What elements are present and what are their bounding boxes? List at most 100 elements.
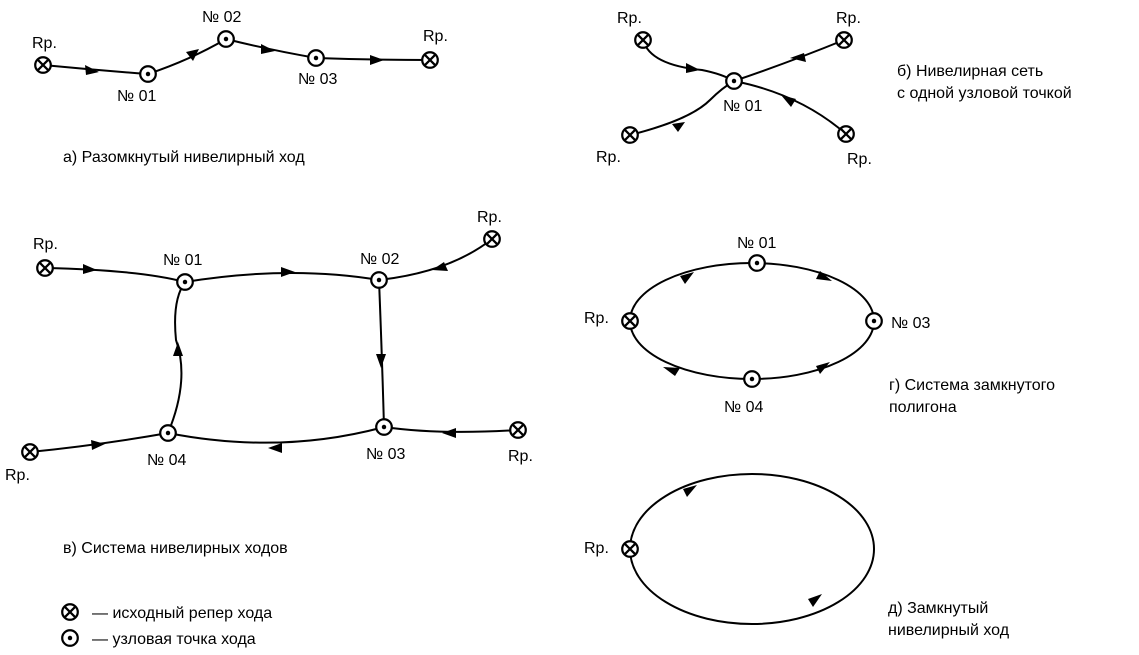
arrow-b-tr — [790, 53, 806, 62]
caption-d-line1: д) Замкнутый — [888, 600, 988, 617]
node-icon — [370, 271, 388, 289]
benchmark-icon — [621, 312, 639, 330]
node-icon — [865, 312, 883, 330]
node-icon — [725, 72, 743, 90]
label-a-rp-end: Rp. — [423, 28, 448, 45]
label-v-n04: № 04 — [147, 452, 187, 469]
benchmark-icon — [621, 126, 639, 144]
node-icon — [743, 370, 761, 388]
label-v-n03: № 03 — [366, 446, 406, 463]
benchmark-icon — [621, 540, 639, 558]
benchmark-icon — [21, 443, 39, 461]
edge-b-bl — [629, 80, 735, 136]
label-d-rp: Rp. — [584, 540, 609, 557]
label-a-n01: № 01 — [117, 88, 157, 105]
arrow-a-1 — [85, 65, 99, 75]
diagram-a-open-traverse: Rp. Rp. № 01 № 02 № 03 а) Разомкнутый ни… — [32, 9, 448, 166]
diagram-b-single-node-network: Rp. Rp. Rp. Rp. № 01 б) Нивелирная сеть … — [596, 10, 1072, 168]
arrow-d-2 — [808, 594, 822, 607]
benchmark-icon — [483, 230, 501, 248]
label-b-rp-bl: Rp. — [596, 149, 621, 166]
benchmark-icon — [36, 259, 54, 277]
label-b-rp-br: Rp. — [847, 151, 872, 168]
label-v-rp-bl: Rp. — [5, 467, 30, 484]
edge-b-tl — [642, 39, 735, 82]
benchmark-icon — [34, 56, 52, 74]
arrow-b-bl — [672, 122, 685, 132]
label-a-n02: № 02 — [202, 9, 242, 26]
node-legend-icon — [61, 629, 79, 647]
edge-a-n02-n03 — [225, 38, 317, 59]
arrow-g-2 — [816, 271, 832, 281]
edge-v-n02-n03 — [378, 279, 385, 428]
label-v-rp-br: Rp. — [508, 448, 533, 465]
caption-d-line2: нивелирный ход — [888, 622, 1010, 639]
arrow-a-3 — [261, 44, 275, 54]
arrow-v-3 — [432, 262, 448, 271]
label-v-rp-tr: Rp. — [477, 209, 502, 226]
edge-b-br — [733, 80, 847, 135]
arrow-b-tl — [686, 63, 700, 73]
edge-d-loop — [629, 473, 875, 625]
label-v-n02: № 02 — [360, 251, 400, 268]
node-icon — [375, 418, 393, 436]
edge-v-n03-n04 — [167, 426, 385, 444]
label-g-n01: № 01 — [737, 235, 777, 252]
node-icon — [217, 30, 235, 48]
node-icon — [139, 65, 157, 83]
arrow-g-3 — [816, 362, 830, 374]
benchmark-icon — [634, 31, 652, 49]
arrow-b-br — [781, 95, 796, 107]
label-v-rp-tl: Rp. — [33, 236, 58, 253]
caption-a: а) Разомкнутый нивелирный ход — [63, 149, 305, 166]
label-g-n04: № 04 — [724, 399, 764, 416]
benchmark-icon — [835, 31, 853, 49]
arrow-g-4 — [663, 367, 680, 376]
caption-v: в) Система нивелирных ходов — [63, 540, 288, 557]
node-icon — [307, 49, 325, 67]
legend: — исходный репер хода — узловая точка хо… — [61, 603, 272, 648]
arrow-v-1 — [83, 264, 97, 274]
edge-v-rp-n01 — [44, 267, 186, 283]
label-v-n01: № 01 — [163, 252, 203, 269]
caption-g-line1: г) Система замкнутого — [889, 377, 1055, 394]
caption-b-line1: б) Нивелирная сеть — [897, 63, 1043, 80]
arrow-v-6 — [268, 443, 282, 453]
benchmark-icon — [837, 125, 855, 143]
node-icon — [176, 273, 194, 291]
label-b-rp-tl: Rp. — [617, 10, 642, 27]
label-g-n03: № 03 — [891, 315, 931, 332]
edge-v-n04-n01 — [167, 281, 186, 434]
benchmark-icon — [509, 421, 527, 439]
arrow-g-1 — [680, 272, 694, 284]
arrow-v-2 — [281, 267, 295, 277]
edge-g-loop — [629, 262, 875, 380]
node-icon — [748, 254, 766, 272]
label-g-rp: Rp. — [584, 310, 609, 327]
legend-node-text: — узловая точка хода — [92, 631, 256, 648]
diagram-v-traverse-system: Rp. Rp. Rp. Rp. № 01 № 02 № 03 № 04 в) С… — [5, 209, 533, 557]
label-b-n01: № 01 — [723, 98, 763, 115]
label-b-rp-tr: Rp. — [836, 10, 861, 27]
caption-b-line2: с одной узловой точкой — [897, 85, 1072, 102]
benchmark-legend-icon — [61, 603, 79, 621]
edge-a-rp-n01 — [42, 64, 149, 75]
arrow-d-1 — [683, 485, 697, 497]
legend-benchmark-text: — исходный репер хода — [92, 605, 272, 622]
edge-b-tr — [733, 39, 845, 82]
node-icon — [159, 424, 177, 442]
arrow-v-7 — [91, 440, 105, 450]
label-a-rp-start: Rp. — [32, 35, 57, 52]
arrow-v-8 — [173, 342, 183, 356]
arrow-v-5 — [442, 428, 456, 438]
arrow-v-4 — [376, 354, 386, 368]
label-a-n03: № 03 — [298, 71, 338, 88]
benchmark-icon — [421, 51, 439, 69]
diagram-d-closed-traverse: Rp. д) Замкнутый нивелирный ход — [584, 473, 1010, 639]
caption-g-line2: полигона — [889, 399, 957, 416]
arrow-a-2 — [186, 49, 199, 61]
diagram-g-closed-polygon: Rp. № 01 № 03 № 04 г) Система замкнутого… — [584, 235, 1055, 416]
edge-a-n01-n02 — [147, 38, 227, 75]
arrow-a-4 — [370, 55, 384, 65]
